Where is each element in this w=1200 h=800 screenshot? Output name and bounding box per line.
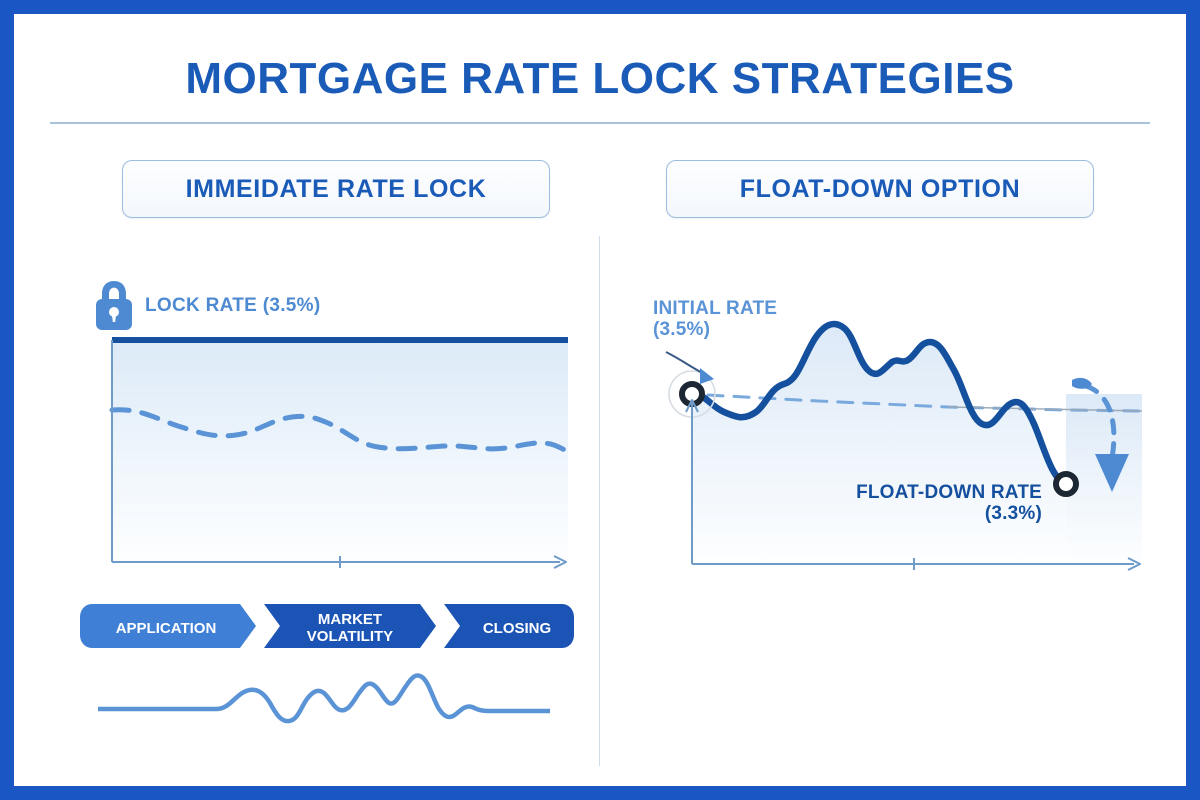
heading-immediate-rate-lock[interactable]: IMMEIDATE RATE LOCK — [122, 160, 550, 218]
timeline-label: CLOSING — [483, 620, 551, 637]
market-rate-line — [688, 320, 1070, 488]
heading-label: FLOAT-DOWN OPTION — [739, 174, 1021, 203]
float-down-line2: (3.3%) — [984, 503, 1042, 525]
title-divider — [50, 122, 1150, 124]
chart-float-down-option — [648, 302, 1158, 597]
lock-icon — [92, 279, 136, 336]
panel-divider — [599, 236, 600, 766]
timeline-badge-closing[interactable]: CLOSING — [444, 604, 574, 648]
float-down-rate-marker — [1053, 471, 1079, 497]
infographic-frame: MORTGAGE RATE LOCK STRATEGIES IMMEIDATE … — [14, 14, 1186, 786]
y-axis-arrow — [685, 399, 699, 413]
initial-rate-pointer-head — [700, 368, 714, 384]
timeline-label-line1: MARKET — [318, 611, 382, 628]
lock-rate-label: LOCK RATE (3.5%) — [145, 295, 321, 316]
x-axis-arrow — [553, 555, 567, 569]
timeline-label-line2: VOLATILITY — [307, 628, 393, 645]
timeline-badge-market-volatility[interactable]: MARKET VOLATILITY — [264, 604, 436, 648]
page-title: MORTGAGE RATE LOCK STRATEGIES — [185, 54, 1015, 103]
volatility-waveform-left — [95, 659, 553, 736]
float-down-arrow-tail-head — [1072, 377, 1092, 389]
float-down-rate-annotation: FLOAT-DOWN RATE (3.3%) — [846, 482, 1042, 525]
heading-float-down-option[interactable]: FLOAT-DOWN OPTION — [666, 160, 1094, 218]
initial-rate-annotation: INITIAL RATE (3.5%) — [653, 298, 777, 341]
initial-rate-line1: INITIAL RATE — [653, 298, 778, 319]
heading-label: IMMEIDATE RATE LOCK — [185, 174, 487, 203]
float-down-arrow-head — [1095, 454, 1129, 492]
timeline-label: APPLICATION — [116, 620, 217, 637]
float-down-line1: FLOAT-DOWN RATE — [856, 482, 1042, 503]
timeline-badge-application[interactable]: APPLICATION — [80, 604, 256, 648]
market-rate-dashed-line — [109, 407, 573, 456]
panel-float-down-option: FLOAT-DOWN OPTION — [600, 14, 1186, 786]
chart-immediate-rate-lock — [102, 332, 578, 585]
timeline-immediate-rate-lock: APPLICATION MARKET VOLATILITY CLOSING — [80, 602, 580, 648]
panel-immediate-rate-lock: IMMEIDATE RATE LOCK LOCK RATE (3.5%) — [14, 14, 600, 786]
initial-rate-line2: (3.5%) — [653, 319, 711, 341]
x-axis-arrow — [1127, 557, 1141, 571]
float-down-arrow-curve — [1083, 383, 1117, 461]
